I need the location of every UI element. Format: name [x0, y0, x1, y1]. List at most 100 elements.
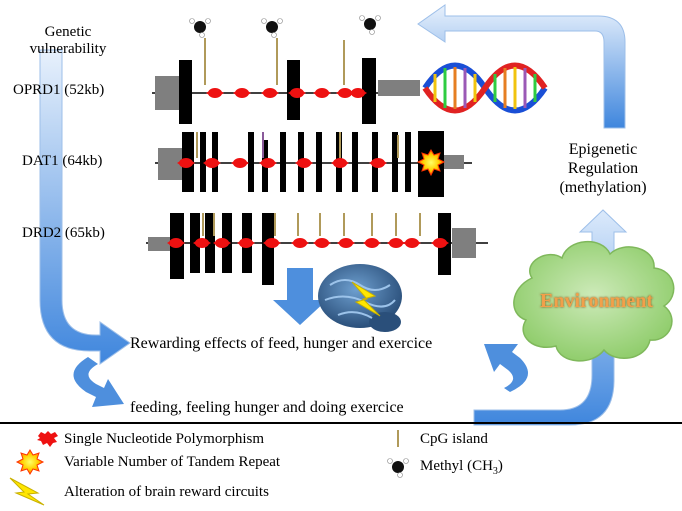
snp-icon	[215, 238, 229, 248]
snp-spike	[206, 90, 211, 96]
snp-icon	[195, 238, 209, 248]
snp-spike	[304, 240, 309, 246]
snp-icon	[205, 158, 219, 168]
snp-icon	[293, 238, 307, 248]
snp-icon	[37, 431, 58, 447]
exon	[280, 132, 286, 192]
snp-spike	[326, 240, 331, 246]
exon	[405, 132, 411, 192]
exon	[262, 213, 274, 285]
snp-spike	[313, 240, 318, 246]
snp-icon	[333, 158, 347, 168]
snp-spike	[400, 240, 405, 246]
snp-icon	[297, 158, 311, 168]
snp-spike	[363, 240, 368, 246]
snp-icon	[339, 238, 353, 248]
brain-icon	[318, 264, 402, 332]
utr-box	[158, 148, 182, 180]
snp-icon	[169, 238, 183, 248]
snp-icon	[315, 88, 329, 98]
snp-row	[177, 158, 387, 168]
snp-icon	[405, 238, 419, 248]
vntr-icon	[416, 149, 446, 177]
snp-spike	[344, 160, 349, 166]
snp-spike	[336, 90, 341, 96]
snp-spike	[382, 160, 387, 166]
legend-lightning-label: Alteration of brain reward circuits	[64, 484, 269, 500]
snp-spike	[250, 240, 255, 246]
environment-label: Environment	[540, 290, 653, 312]
snp-spike	[331, 160, 336, 166]
snp-spike	[369, 160, 374, 166]
snp-spike	[431, 240, 436, 246]
legend-vntr-label: Variable Number of Tandem Repeat	[64, 454, 281, 470]
gene-drd2	[146, 213, 488, 285]
snp-row	[206, 88, 367, 98]
snp-spike	[190, 160, 195, 166]
snp-spike	[272, 160, 277, 166]
epigenetic-label: Epigenetic Regulation (methylation)	[559, 141, 647, 196]
snp-spike	[261, 90, 266, 96]
snp-spike	[246, 90, 251, 96]
exon	[248, 132, 254, 192]
gene-label-oprd1: OPRD1 (52kb)	[13, 82, 105, 98]
snp-icon	[338, 88, 352, 98]
feeding-label: feeding, feeling hunger and doing exerci…	[130, 399, 404, 416]
snp-spike	[231, 160, 236, 166]
snp-icon	[433, 238, 447, 248]
snp-icon	[265, 238, 279, 248]
snp-icon	[290, 88, 304, 98]
legend-icons	[9, 430, 409, 506]
utr-box	[444, 155, 464, 169]
snp-spike	[403, 240, 408, 246]
legend-snp-label: Single Nucleotide Polymorphism	[64, 431, 264, 447]
exon	[362, 58, 376, 124]
snp-spike	[237, 240, 242, 246]
snp-row	[167, 238, 449, 248]
snp-spike	[263, 240, 268, 246]
snp-icon	[365, 238, 379, 248]
snp-spike	[337, 240, 342, 246]
exon	[316, 132, 322, 192]
exon	[392, 132, 398, 192]
exon	[179, 60, 192, 124]
utr-box	[378, 80, 420, 96]
left-down-arrow	[39, 49, 131, 365]
lightning-icon	[9, 477, 45, 506]
snp-spike	[326, 90, 331, 96]
snp-icon	[179, 158, 193, 168]
snp-spike	[219, 90, 224, 96]
snp-icon	[208, 88, 222, 98]
methyl-icon	[387, 458, 409, 478]
snp-spike	[203, 160, 208, 166]
utr-box	[452, 228, 476, 258]
snp-icon	[263, 88, 277, 98]
feeding-to-reward-arrow	[484, 344, 528, 392]
snp-icon	[389, 238, 403, 248]
snp-icon	[239, 238, 253, 248]
snp-spike	[288, 90, 293, 96]
snp-spike	[274, 90, 279, 96]
snp-spike	[177, 160, 182, 166]
utr-box	[148, 237, 170, 251]
top-left-arrow	[417, 4, 626, 129]
vntr-icon	[15, 449, 45, 475]
snp-spike	[193, 240, 198, 246]
snp-spike	[226, 240, 231, 246]
gene-oprd1	[152, 15, 420, 124]
utr-box	[155, 76, 181, 110]
snp-spike	[259, 160, 264, 166]
gene-dat1	[155, 131, 472, 197]
snp-spike	[362, 90, 367, 96]
legend-methyl-label: Methyl (CH3)	[420, 458, 503, 477]
snp-spike	[444, 240, 449, 246]
methyl-icon	[261, 18, 283, 38]
snp-spike	[376, 240, 381, 246]
reward-to-feeding-arrow	[73, 357, 124, 407]
gene-label-dat1: DAT1 (64kb)	[22, 153, 103, 169]
snp-spike	[350, 240, 355, 246]
snp-spike	[216, 160, 221, 166]
snp-icon	[315, 238, 329, 248]
